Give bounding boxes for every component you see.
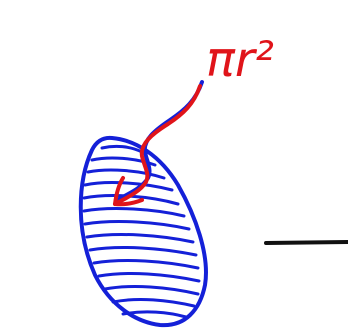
formula-annotation: πr² bbox=[206, 32, 274, 88]
horizontal-line bbox=[266, 242, 348, 243]
formula-text: πr² bbox=[206, 32, 274, 88]
